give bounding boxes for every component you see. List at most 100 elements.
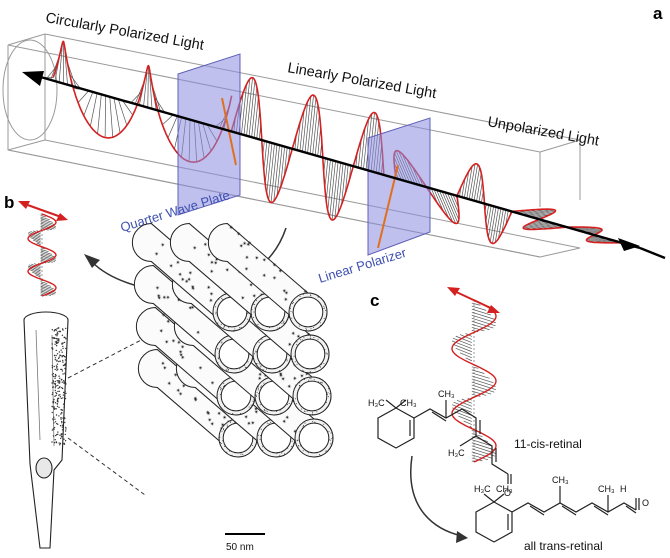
propagation-axis [29, 72, 641, 250]
disc-stipple [313, 327, 315, 328]
disc-stipple [283, 453, 285, 455]
disc-stipple [295, 403, 297, 405]
stipple-dot [60, 433, 62, 435]
disc-stipple [323, 318, 325, 319]
disc-stipple [314, 421, 316, 423]
cis-oxygen-label: O [504, 488, 511, 498]
disc-stipple [310, 371, 312, 373]
disc-stipple [303, 337, 305, 339]
wave-c-hatch [458, 415, 472, 422]
disc-stipple [313, 379, 315, 381]
linear-hatch-line [266, 142, 273, 194]
stipple-dot [62, 359, 64, 362]
rhodopsin-mark: ✴ [167, 380, 172, 387]
disc-stipple [323, 305, 325, 307]
circular-hatch-line [154, 96, 165, 113]
stipple-dot [65, 368, 67, 371]
disc-stipple [296, 343, 298, 345]
stipple-dot [51, 329, 53, 331]
stipple-dot [62, 361, 64, 363]
rhodopsin-mark: ✴ [252, 293, 257, 300]
disc-stack: ✴✴✴✴✴✴✴✴✴✴✴✴✴✴✴✴✴✴✴✴✴✴✴✴✴✴✴✴✴✴✴✴✴✴✴✴✴✴✴✴… [131, 223, 334, 458]
rhodopsin-mark: ✴ [239, 243, 244, 250]
disc-stipple [227, 426, 228, 428]
stipple-dot [52, 386, 54, 388]
wave-c-hatch [471, 393, 481, 397]
disc-stipple [286, 404, 288, 405]
stipple-dot [55, 414, 58, 416]
polarization-direction-arrow-b [21, 202, 65, 219]
rhodopsin-mark: ✴ [209, 298, 214, 305]
stipple-dot [65, 362, 67, 364]
rhodopsin-mark: ✴ [177, 340, 182, 347]
stipple-dot [62, 364, 65, 367]
wave-c-hatch [471, 323, 490, 331]
stipple-dot [63, 336, 65, 338]
disc-stipple [222, 440, 224, 442]
arrow-tip-c-left [447, 287, 460, 296]
linear-hatch-line [317, 127, 322, 157]
small-wave-b-hatch [40, 282, 51, 287]
stipple-dot [62, 354, 65, 357]
stipple-dot [60, 349, 62, 351]
disc-stipple [247, 361, 249, 363]
disc-stipple [240, 327, 242, 328]
rhodopsin-mark: ✴ [181, 383, 186, 390]
trans-retinal-structure [475, 486, 640, 543]
unpolarized-hatch-line [486, 205, 492, 231]
disc-stipple [224, 430, 225, 432]
stipple-dot [54, 373, 57, 376]
disc-stipple [315, 367, 317, 369]
small-wave-b-hatch [40, 249, 49, 253]
stipple-dot [56, 433, 58, 436]
rhodopsin-mark: ✴ [254, 406, 259, 413]
stipple-dot [51, 382, 53, 384]
circular-end-ring [2, 39, 58, 141]
stipple-dot [62, 394, 65, 396]
disc-stipple [257, 388, 259, 390]
unpolarized-hatch-line [466, 166, 473, 199]
rhodopsin-mark: ✴ [180, 355, 185, 362]
disc-stipple [308, 379, 310, 381]
stipple-dot [59, 444, 61, 446]
disc-stipple [220, 342, 222, 344]
stipple-dot [54, 395, 56, 397]
disc-stipple [318, 454, 320, 456]
stipple-dot [55, 349, 57, 352]
disc-stipple [263, 369, 265, 371]
unpolarized-hatch-line [473, 167, 480, 201]
stipple-dot [65, 338, 67, 340]
stipple-dot [56, 369, 58, 371]
wave-c-hatch [455, 335, 472, 343]
wave-c-hatch [471, 390, 487, 396]
small-wave-b-hatch [27, 233, 41, 239]
stipple-dot [62, 403, 65, 405]
rhodopsin-mark: ✴ [154, 251, 159, 258]
small-wave-b-hatch [40, 289, 56, 295]
unpolarized-hatch-line [581, 228, 601, 232]
disc-stipple [223, 325, 225, 327]
stipple-dot [59, 442, 62, 445]
stipple-dot [54, 368, 56, 371]
stipple-dot [56, 422, 58, 425]
trans-h3c-label: H₃C [474, 484, 491, 494]
disc-stipple [259, 438, 261, 440]
stipple-dot [54, 380, 56, 383]
rhodopsin-mark: ✴ [193, 395, 198, 402]
stipple-dot [55, 375, 57, 377]
stipple-dot [56, 399, 59, 401]
stipple-dot [53, 442, 56, 444]
disc-stipple [220, 324, 222, 325]
linear-hatch-line [268, 143, 275, 200]
stipple-dot [53, 337, 55, 339]
disc-stipple [310, 337, 311, 339]
stipple-dot [57, 387, 59, 389]
disc-stipple [277, 327, 279, 329]
disc-stipple [314, 368, 316, 370]
rhodopsin-mark: ✴ [246, 242, 251, 249]
cis-retinal-label: 11-cis-retinal [514, 437, 582, 451]
disc-stipple [299, 431, 301, 433]
disc-end-inner [296, 380, 328, 412]
disc-stipple [261, 338, 263, 340]
